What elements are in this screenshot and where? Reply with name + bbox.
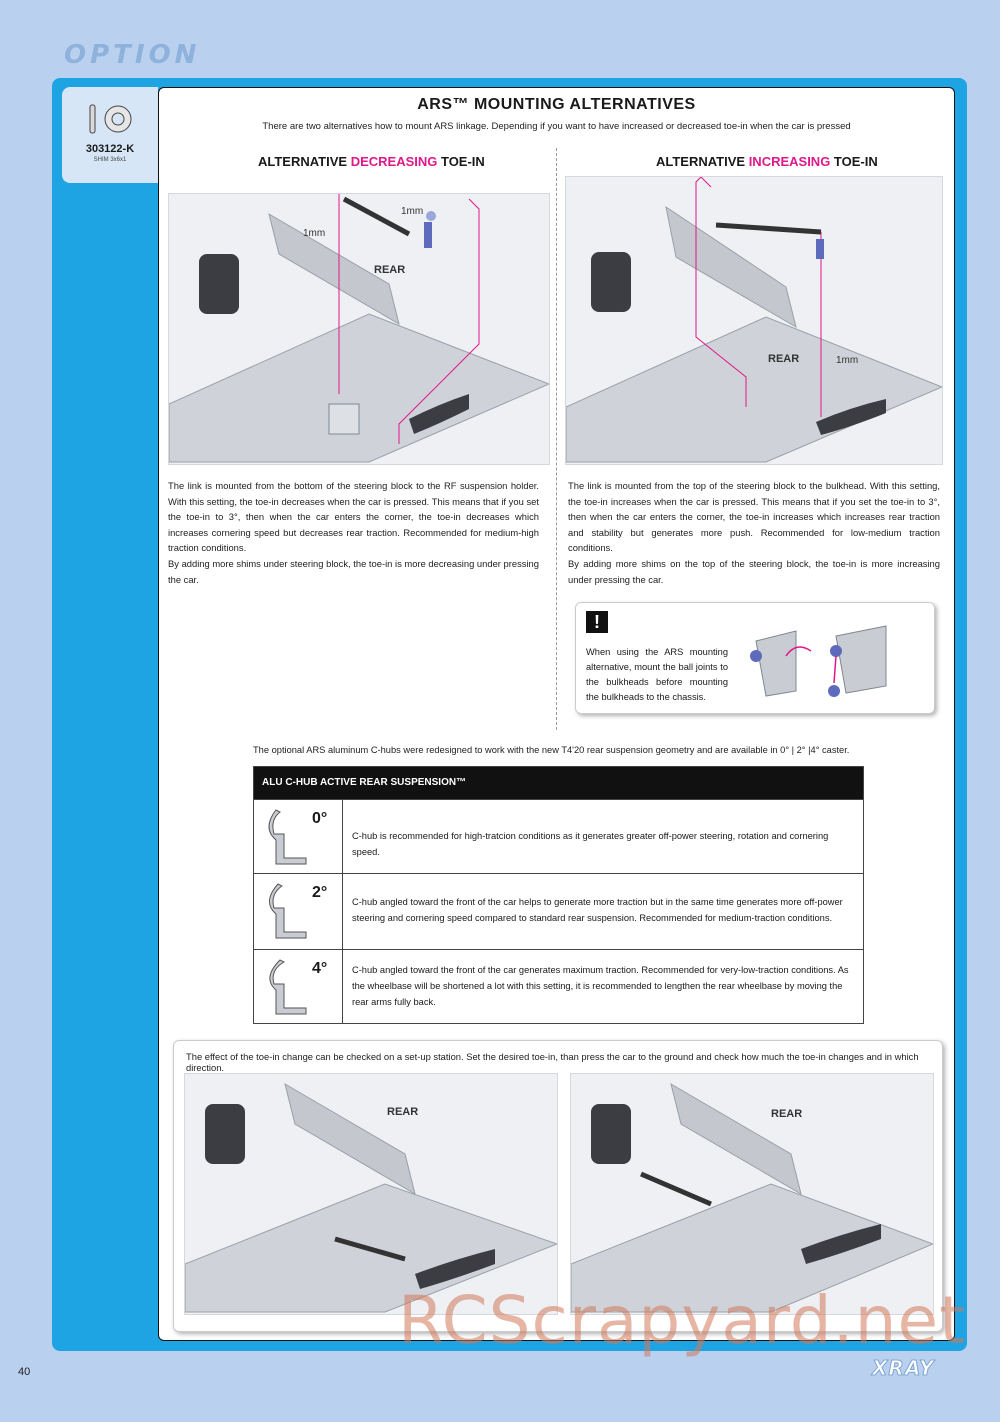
chub-icon-cell: 4° (254, 950, 343, 1024)
warning-icon: ! (586, 611, 608, 633)
left-shim-label-1: 1mm (401, 206, 424, 217)
warning-box: ! When using the ARS mounting alternativ… (575, 602, 935, 714)
chub-4-icon (269, 959, 307, 1015)
left-title-suffix: TOE-IN (437, 154, 485, 169)
chub-2-icon (269, 883, 307, 939)
left-para-2: By adding more shims under steering bloc… (168, 558, 539, 585)
chub-angle: 4° (312, 960, 328, 977)
right-para-2: By adding more shims on the top of the s… (568, 558, 940, 585)
effect-rear-label-right: REAR (771, 1108, 803, 1120)
table-row: 4° C-hub angled toward the front of the … (254, 949, 863, 1024)
effect-diagram-left: REAR (184, 1073, 558, 1315)
content-panel: ARS™ MOUNTING ALTERNATIVES There are two… (158, 87, 955, 1341)
part-code: 303122-K (85, 143, 135, 155)
table-row: 0° C-hub is recommended for high-tratcio… (254, 799, 863, 874)
column-divider (556, 148, 557, 730)
left-shim-label-2: 1mm (303, 228, 326, 239)
chassis-illustration (566, 177, 942, 463)
chassis-illustration (185, 1082, 557, 1313)
chub-icon-cell: 2° (254, 874, 343, 950)
effect-rear-label-left: REAR (387, 1106, 419, 1118)
page-subtitle: There are two alternatives how to mount … (262, 121, 851, 132)
chub-table-header: ALU C-HUB ACTIVE REAR SUSPENSION™ (254, 767, 863, 799)
shim-icon (89, 104, 132, 134)
right-shim-label: 1mm (836, 355, 859, 366)
left-title-prefix: ALTERNATIVE (258, 154, 351, 169)
section-title: OPTION (64, 40, 201, 70)
table-row: 2° C-hub angled toward the front of the … (254, 873, 863, 950)
brand-logo: XRAY (872, 1356, 935, 1381)
left-alt-title: ALTERNATIVE DECREASING TOE-IN (258, 154, 485, 169)
bulkhead-illustration (750, 625, 887, 697)
effect-text: The effect of the toe-in change can be c… (186, 1051, 919, 1073)
page-number: 40 (18, 1366, 31, 1378)
left-para-1: The link is mounted from the bottom of t… (168, 480, 539, 553)
chub-angle: 2° (312, 884, 328, 901)
effect-diagram-right: REAR (570, 1073, 934, 1315)
left-diagram: 1mm 1mm REAR (168, 193, 550, 465)
left-rear-label: REAR (374, 264, 406, 276)
right-title-suffix: TOE-IN (830, 154, 878, 169)
chub-desc: C-hub is recommended for high-tratcion c… (352, 831, 829, 857)
chassis-illustration (571, 1082, 933, 1313)
chassis-illustration (169, 194, 549, 463)
chub-desc: C-hub angled toward the front of the car… (352, 965, 849, 1007)
chub-0-icon (268, 809, 307, 865)
right-alt-title: ALTERNATIVE INCREASING TOE-IN (656, 154, 878, 169)
right-rear-label: REAR (768, 353, 800, 365)
right-para-1: The link is mounted from the top of the … (568, 480, 940, 553)
warning-text: When using the ARS mounting alternative,… (586, 647, 728, 702)
chub-intro: The optional ARS aluminum C-hubs were re… (253, 745, 850, 755)
page-title: ARS™ MOUNTING ALTERNATIVES (417, 96, 696, 113)
right-title-prefix: ALTERNATIVE (656, 154, 749, 169)
part-desc: SHIM 3x6x1 (93, 157, 127, 163)
chub-desc: C-hub angled toward the front of the car… (352, 897, 843, 923)
chub-table: ALU C-HUB ACTIVE REAR SUSPENSION™ 0° C-h… (253, 766, 864, 1024)
left-title-highlight: DECREASING (350, 154, 438, 169)
part-box: 303122-K SHIM 3x6x1 (62, 87, 158, 183)
effect-box: The effect of the toe-in change can be c… (173, 1040, 943, 1332)
right-title-highlight: INCREASING (748, 154, 831, 169)
chub-angle: 0° (312, 810, 328, 827)
right-diagram: 1mm REAR (565, 176, 943, 465)
watermark: RCScrapyard.net (398, 1282, 966, 1359)
chub-icon-cell: 0° (254, 800, 343, 874)
